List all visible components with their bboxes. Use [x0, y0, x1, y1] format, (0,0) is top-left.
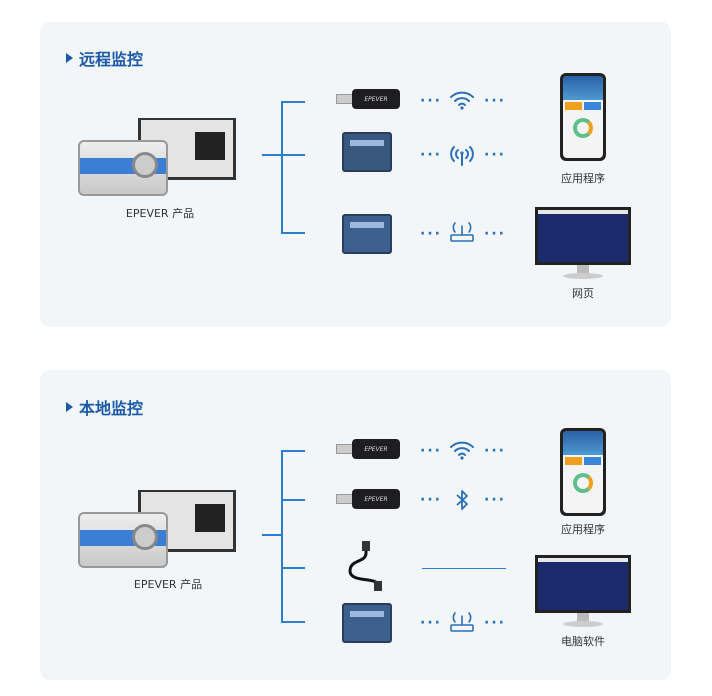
branch-line [281, 450, 305, 452]
pc-monitor-image [535, 555, 631, 635]
triangle-icon [66, 53, 73, 63]
ethernet-gateway-device [342, 603, 392, 643]
bluetooth-icon [456, 490, 468, 510]
branch-line [281, 154, 305, 156]
4g-rtu-device [342, 132, 392, 172]
dots: ··· [484, 147, 506, 163]
wifi-dongle: EPEVER [336, 439, 400, 459]
wifi-icon [450, 91, 474, 110]
epever-product-image [78, 490, 238, 575]
branch-line [281, 567, 305, 569]
dongle-brand: EPEVER [352, 489, 400, 509]
web-monitor-image [535, 207, 631, 287]
cellular-signal-icon [450, 146, 474, 166]
dots: ··· [484, 615, 506, 631]
dots: ··· [420, 226, 442, 242]
branch-line [281, 101, 305, 103]
dots: ··· [420, 615, 442, 631]
title-text: 远程监控 [79, 50, 144, 69]
web-label: 网页 [572, 287, 594, 300]
dongle-brand: EPEVER [352, 439, 400, 459]
title-text: 本地监控 [79, 399, 144, 418]
pc-software-label: 电脑软件 [561, 635, 605, 648]
bluetooth-dongle: EPEVER [336, 489, 400, 509]
mobile-app-screenshot [560, 428, 606, 516]
app-label: 应用程序 [561, 523, 605, 536]
ethernet-gateway-device [342, 214, 392, 254]
connector-line [262, 154, 282, 156]
remote-monitoring-title: 远程监控 [66, 46, 143, 70]
dots: ··· [484, 226, 506, 242]
dots: ··· [484, 492, 506, 508]
product-label: EPEVER 产品 [125, 207, 195, 220]
wifi-dongle: EPEVER [336, 89, 400, 109]
dots: ··· [484, 443, 506, 459]
dots: ··· [420, 492, 442, 508]
dongle-brand: EPEVER [352, 89, 400, 109]
mobile-app-screenshot [560, 73, 606, 161]
router-icon [450, 612, 474, 632]
local-monitoring-title: 本地监控 [66, 395, 143, 419]
direct-connection-line [422, 568, 506, 569]
epever-product-image [78, 118, 238, 203]
bracket-line [281, 451, 283, 623]
dots: ··· [420, 93, 442, 109]
dots: ··· [420, 443, 442, 459]
connector-line [262, 534, 282, 536]
branch-line [281, 621, 305, 623]
dots: ··· [420, 147, 442, 163]
usb-cable-image [348, 541, 382, 591]
bracket-line [281, 102, 283, 234]
triangle-icon [66, 402, 73, 412]
wifi-icon [450, 441, 474, 460]
product-label: EPEVER 产品 [133, 578, 203, 591]
app-label: 应用程序 [561, 172, 605, 185]
router-icon [450, 222, 474, 242]
branch-line [281, 499, 305, 501]
dots: ··· [484, 93, 506, 109]
branch-line [281, 232, 305, 234]
